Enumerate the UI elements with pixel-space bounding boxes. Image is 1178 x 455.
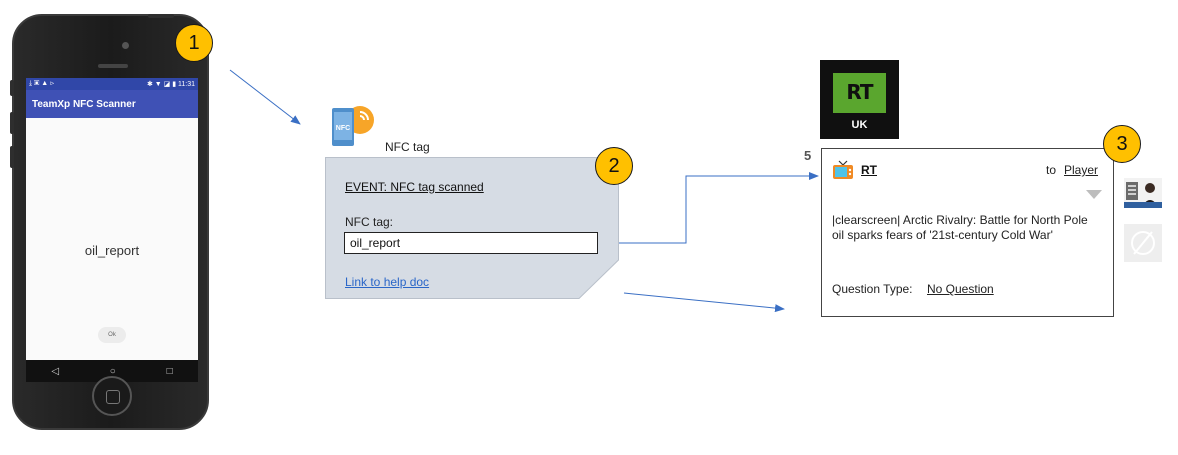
empty-set-icon[interactable] bbox=[1124, 224, 1162, 262]
card-message-text: |clearscreen| Arctic Rivalry: Battle for… bbox=[832, 213, 1088, 242]
nfc-event-panel bbox=[325, 157, 619, 299]
phone-nav-bar: ◁ ○ □ bbox=[26, 360, 198, 382]
status-bar: ⤓ ▣ ▲ ⊳ ✱ ▼ ◪ ▮ 11:31 bbox=[26, 78, 198, 90]
nav-home-icon[interactable]: ○ bbox=[109, 365, 116, 377]
question-type-label: Question Type: bbox=[832, 282, 913, 296]
video-thumbnail[interactable] bbox=[1124, 178, 1162, 208]
help-doc-link[interactable]: Link to help doc bbox=[345, 275, 430, 289]
phone-speaker bbox=[98, 64, 128, 68]
nav-back-icon[interactable]: ◁ bbox=[51, 365, 60, 377]
phone-mockup: ⤓ ▣ ▲ ⊳ ✱ ▼ ◪ ▮ 11:31 TeamXp NFC Scanner… bbox=[12, 14, 209, 430]
channel-name[interactable]: RT bbox=[861, 163, 877, 177]
nfc-node-title: NFC tag bbox=[385, 140, 430, 154]
question-type-value[interactable]: No Question bbox=[927, 282, 994, 296]
scanned-value: oil_report bbox=[84, 243, 140, 258]
rt-logo-region: UK bbox=[851, 119, 868, 131]
phone-side-button bbox=[10, 80, 14, 96]
phone-screen: ⤓ ▣ ▲ ⊳ ✱ ▼ ◪ ▮ 11:31 TeamXp NFC Scanner… bbox=[26, 78, 198, 360]
target-player-link[interactable]: Player bbox=[1064, 163, 1099, 177]
phone-top-button bbox=[148, 14, 174, 18]
rt-logo-mark: RT bbox=[846, 80, 873, 104]
app-title: TeamXp NFC Scanner bbox=[32, 98, 136, 110]
phone-side-button bbox=[10, 146, 14, 168]
rt-uk-logo: RT UK bbox=[820, 60, 899, 139]
step-number: 5 bbox=[804, 148, 812, 163]
rt-logo-green bbox=[833, 73, 886, 113]
arrow-nfc-to-next bbox=[623, 292, 785, 313]
arrow-phone-to-nfc bbox=[229, 69, 301, 125]
chevron-down-icon[interactable] bbox=[1086, 190, 1102, 199]
home-button[interactable] bbox=[92, 376, 132, 416]
step-badge-2: 2 bbox=[595, 147, 633, 185]
nfc-tag-input[interactable] bbox=[344, 232, 598, 254]
nfc-event-label[interactable]: EVENT: NFC tag scanned bbox=[345, 180, 484, 194]
phone-camera bbox=[122, 42, 129, 49]
nav-recent-icon[interactable]: □ bbox=[166, 365, 173, 377]
nfc-tag-field-label: NFC tag: bbox=[345, 215, 394, 229]
rt-action-card bbox=[821, 148, 1114, 317]
to-label: to bbox=[1046, 163, 1057, 177]
ok-button[interactable]: Ok bbox=[98, 327, 126, 343]
app-bar: TeamXp NFC Scanner bbox=[26, 90, 198, 118]
status-icons-right: ✱ ▼ ◪ ▮ 11:31 bbox=[146, 81, 195, 88]
step-badge-1: 1 bbox=[175, 24, 213, 62]
arrow-nfc-to-card bbox=[598, 172, 819, 244]
phone-side-button bbox=[10, 112, 14, 134]
tv-icon bbox=[833, 160, 853, 179]
step-badge-3: 3 bbox=[1103, 125, 1141, 163]
nfc-tag-icon: NFC bbox=[332, 106, 374, 146]
nfc-icon-label: NFC bbox=[336, 125, 350, 132]
status-icons-left: ⤓ ▣ ▲ ⊳ bbox=[29, 80, 55, 87]
